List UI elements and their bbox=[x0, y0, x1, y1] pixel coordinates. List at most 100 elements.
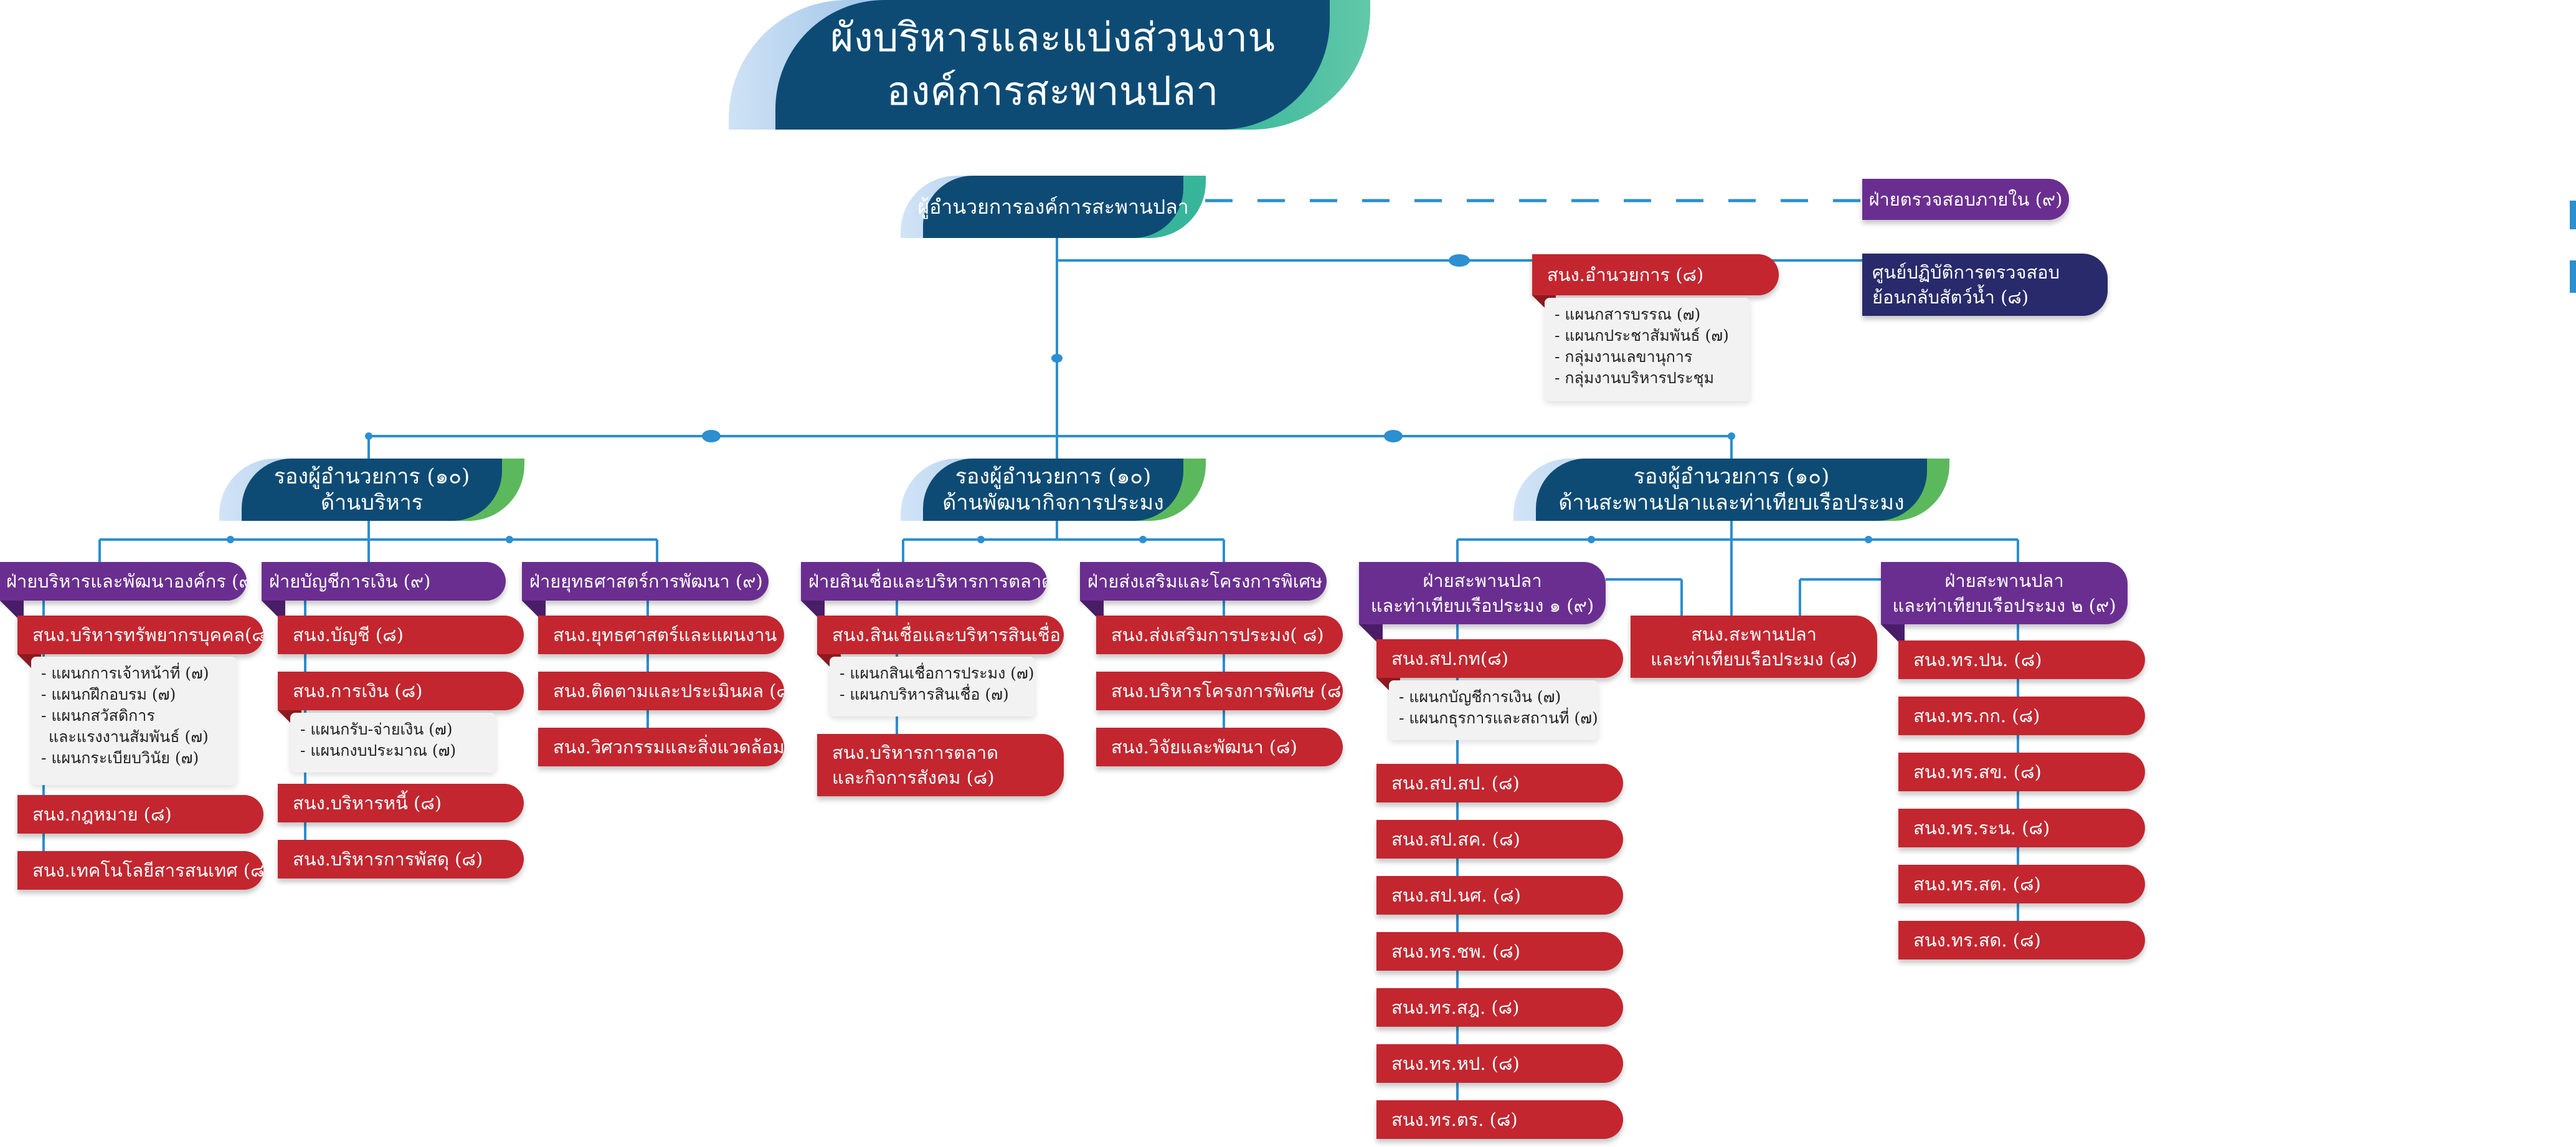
list-item: - กลุ่มงานเลขานุการ bbox=[1555, 348, 1693, 366]
internal-audit-box: ฝ่ายตรวจสอบภายใน (๙) bbox=[1862, 179, 2069, 220]
unit-box: สนง.สป.สค. (๘) bbox=[1376, 820, 1623, 859]
list-item: - แผนกบัญชีการเงิน (๗) bbox=[1399, 688, 1561, 706]
edge-marker bbox=[2570, 201, 2576, 229]
deputy-area: ด้านบริหาร bbox=[320, 490, 424, 515]
list-item: - แผนกระเบียบวินัย (๗) bbox=[41, 749, 199, 767]
deputy-label-box: รองผู้อำนวยการ (๑๐) ด้านสะพานปลาและท่าเท… bbox=[1536, 459, 1927, 521]
unit-label: สนง.ทร.ระน. (๘) bbox=[1913, 817, 2050, 839]
deputy-fisheries-development-box: รองผู้อำนวยการ (๑๐) ด้านพัฒนากิจการประมง bbox=[901, 459, 1206, 521]
list-item: - แผนกการเจ้าหน้าที่ (๗) bbox=[41, 664, 209, 682]
unit-box: สนง.ทร.สข. (๘) bbox=[1898, 753, 2145, 791]
list-item: - แผนกรับ-จ่ายเงิน (๗) bbox=[300, 720, 453, 738]
unit-label: สนง.ทร.สต. (๘) bbox=[1913, 873, 2041, 895]
unit-label: สนง.ทร.สฎ. (๘) bbox=[1391, 997, 1520, 1018]
unit-label: สนง.บัญชี (๘) bbox=[293, 624, 404, 645]
dept-fishing-port-office: สนง.สะพานปลา และท่าเทียบเรือประมง (๘) bbox=[1631, 616, 1877, 678]
port1-unit-list: - แผนกบัญชีการเงิน (๗) - แผนกธุรการและสถ… bbox=[1389, 680, 1598, 740]
deputy-title: รองผู้อำนวยการ (๑๐) bbox=[955, 464, 1152, 489]
list-item: - กลุ่มงานบริหารประชุม bbox=[1555, 369, 1715, 387]
unit-label: สนง.ทร.ชพ. (๘) bbox=[1391, 941, 1521, 962]
unit-label: สนง.วิศวกรรมและสิ่งแวดล้อม (๘) bbox=[553, 736, 784, 758]
unit-box: สนง.บริหารการพัสดุ (๘) bbox=[278, 840, 524, 878]
unit-label: สนง.บริหารการพัสดุ (๘) bbox=[293, 849, 483, 870]
unit-box: สนง.ทร.ระน. (๘) bbox=[1898, 809, 2145, 847]
unit-box: สนง.บริหารการตลาด และกิจการสังคม (๘) bbox=[817, 734, 1064, 796]
unit-box: สนง.การเงิน (๘) bbox=[278, 672, 524, 710]
director-label: ผู้อำนวยการองค์การสะพานปลา bbox=[917, 195, 1189, 219]
office-label-line1: สนง.สะพานปลา bbox=[1691, 624, 1817, 645]
unit-box: สนง.ติดตามและประเมินผล (๘) bbox=[538, 672, 784, 710]
unit-label: สนง.ทร.ปน. (๘) bbox=[1913, 649, 2042, 670]
director-label-box: ผู้อำนวยการองค์การสะพานปลา bbox=[917, 176, 1189, 238]
office-box: สนง.อำนวยการ (๘) bbox=[1532, 254, 1779, 295]
deputy-label-box: รองผู้อำนวยการ (๑๐) ด้านพัฒนากิจการประมง bbox=[923, 459, 1183, 521]
office-unit-list: - แผนกสารบรรณ (๗) - แผนกประชาสัมพันธ์ (๗… bbox=[1545, 298, 1750, 401]
list-item: - แผนกธุรการและสถานที่ (๗) bbox=[1399, 709, 1598, 727]
list-item: - แผนกประชาสัมพันธ์ (๗) bbox=[1555, 326, 1729, 345]
unit-label: สนง.ส่งเสริมการประมง( ๘) bbox=[1111, 624, 1324, 645]
unit-box: สนง.ทร.หป. (๘) bbox=[1376, 1044, 1623, 1083]
office-label-line2: และท่าเทียบเรือประมง (๘) bbox=[1650, 649, 1857, 670]
traceability-center-line1: ศูนย์ปฏิบัติการตรวจสอบ bbox=[1872, 262, 2060, 283]
dept-organization-development: ฝ่ายบริหารและพัฒนาองค์กร (๙) bbox=[0, 562, 247, 601]
unit-box: สนง.กฎหมาย (๘) bbox=[17, 795, 263, 834]
department-label: ฝ่ายสินเชื่อและบริหารการตลาด (๙) bbox=[808, 571, 1047, 592]
deputy-title: รองผู้อำนวยการ (๑๐) bbox=[273, 464, 470, 489]
dept-fishing-port-1: ฝ่ายสะพานปลา และท่าเทียบเรือประมง ๑ (๙) bbox=[1359, 562, 1606, 624]
list-item: - แผนกงบประมาณ (๗) bbox=[300, 741, 457, 759]
unit-box: สนง.ทร.สด. (๘) bbox=[1898, 921, 2145, 959]
dept-credit-marketing: ฝ่ายสินเชื่อและบริหารการตลาด (๙) bbox=[801, 562, 1047, 601]
deputy-area: ด้านพัฒนากิจการประมง bbox=[942, 490, 1164, 515]
unit-label: สนง.สป.นศ. (๘) bbox=[1391, 885, 1521, 906]
unit-label: สนง.ทร.สด. (๘) bbox=[1913, 930, 2041, 951]
unit-label-line1: สนง.บริหารการตลาด bbox=[832, 742, 999, 763]
director-box: ผู้อำนวยการองค์การสะพานปลา bbox=[901, 176, 1206, 238]
department-label: ฝ่ายบริหารและพัฒนาองค์กร (๙) bbox=[6, 571, 247, 592]
internal-audit-label: ฝ่ายตรวจสอบภายใน (๙) bbox=[1868, 189, 2063, 210]
unit-label: สนง.ทร.สข. (๘) bbox=[1913, 761, 2042, 783]
unit-label: สนง.ยุทธศาสตร์และแผนงาน (๘) bbox=[553, 624, 784, 645]
title-banner: ผังบริหารและแบ่งส่วนงาน องค์การสะพานปลา bbox=[729, 0, 1370, 130]
credit-unit-list: - แผนกสินเชื่อการประมง (๗) - แผนกบริหารส… bbox=[830, 657, 1035, 716]
list-item: - แผนกบริหารสินเชื่อ (๗) bbox=[840, 685, 1009, 703]
unit-label: สนง.การเงิน (๘) bbox=[293, 680, 423, 702]
department-label-line2: และท่าเทียบเรือประมง ๑ (๙) bbox=[1370, 595, 1594, 616]
office-label: สนง.อำนวยการ (๘) bbox=[1547, 264, 1704, 285]
unit-label: สนง.บริหารทรัพยากรบุคคล(๘) bbox=[32, 624, 263, 645]
unit-box: สนง.สินเชื่อและบริหารสินเชื่อ (๘) bbox=[817, 616, 1064, 654]
unit-label: สนง.เทคโนโลยีสารสนเทศ (๘) bbox=[32, 860, 263, 881]
unit-label-line2: และกิจการสังคม (๘) bbox=[832, 767, 995, 788]
unit-box: สนง.ทร.สต. (๘) bbox=[1898, 865, 2145, 903]
unit-label: สนง.บริหารหนี้ (๘) bbox=[293, 792, 442, 814]
department-label: ฝ่ายส่งเสริมและโครงการพิเศษ (๙) bbox=[1087, 571, 1327, 592]
department-label-line1: ฝ่ายสะพานปลา bbox=[1423, 570, 1542, 591]
edge-marker bbox=[2570, 260, 2576, 293]
deputy-title: รองผู้อำนวยการ (๑๐) bbox=[1633, 464, 1830, 489]
unit-box: สนง.บัญชี (๘) bbox=[278, 616, 524, 654]
unit-box: สนง.ทร.ชพ. (๘) bbox=[1376, 932, 1623, 971]
dept-development-strategy: ฝ่ายยุทธศาสตร์การพัฒนา (๙) bbox=[522, 562, 769, 601]
unit-label: สนง.สป.กท(๘) bbox=[1391, 648, 1508, 669]
department-label-line1: ฝ่ายสะพานปลา bbox=[1944, 570, 2064, 591]
deputy-label-box: รองผู้อำนวยการ (๑๐) ด้านบริหาร bbox=[242, 459, 502, 521]
unit-box: สนง.เทคโนโลยีสารสนเทศ (๘) bbox=[17, 851, 263, 890]
unit-box: สนง.สป.กท(๘) bbox=[1376, 639, 1623, 678]
unit-label: สนง.วิจัยและพัฒนา (๘) bbox=[1111, 736, 1297, 758]
page-title: ผังบริหารและแบ่งส่วนงาน องค์การสะพานปลา bbox=[775, 0, 1330, 130]
unit-box: สนง.ทร.กก. (๘) bbox=[1898, 697, 2145, 735]
unit-label: สนง.ทร.กก. (๘) bbox=[1913, 705, 2040, 726]
unit-box: สนง.ส่งเสริมการประมง( ๘) bbox=[1096, 616, 1343, 654]
unit-label: สนง.สป.สป. (๘) bbox=[1391, 773, 1520, 794]
unit-label: สนง.บริหารโครงการพิเศษ (๘) bbox=[1111, 680, 1343, 702]
dept-accounting-finance: ฝ่ายบัญชีการเงิน (๙) bbox=[262, 562, 506, 601]
unit-label: สนง.สป.สค. (๘) bbox=[1391, 829, 1520, 850]
list-item: - แผนกสวัสดิการ bbox=[41, 707, 155, 725]
unit-box: สนง.ยุทธศาสตร์และแผนงาน (๘) bbox=[538, 616, 784, 654]
unit-label: สนง.ทร.หป. (๘) bbox=[1391, 1053, 1520, 1074]
unit-box: สนง.บริหารหนี้ (๘) bbox=[278, 784, 524, 822]
unit-label: สนง.ติดตามและประเมินผล (๘) bbox=[553, 680, 784, 702]
dept-fishing-port-2: ฝ่ายสะพานปลา และท่าเทียบเรือประมง ๒ (๙) bbox=[1881, 562, 2128, 624]
list-item: - แผนกสารบรรณ (๗) bbox=[1555, 305, 1701, 323]
unit-box: สนง.วิจัยและพัฒนา (๘) bbox=[1096, 728, 1343, 766]
unit-box: สนง.บริหารโครงการพิเศษ (๘) bbox=[1096, 672, 1343, 710]
